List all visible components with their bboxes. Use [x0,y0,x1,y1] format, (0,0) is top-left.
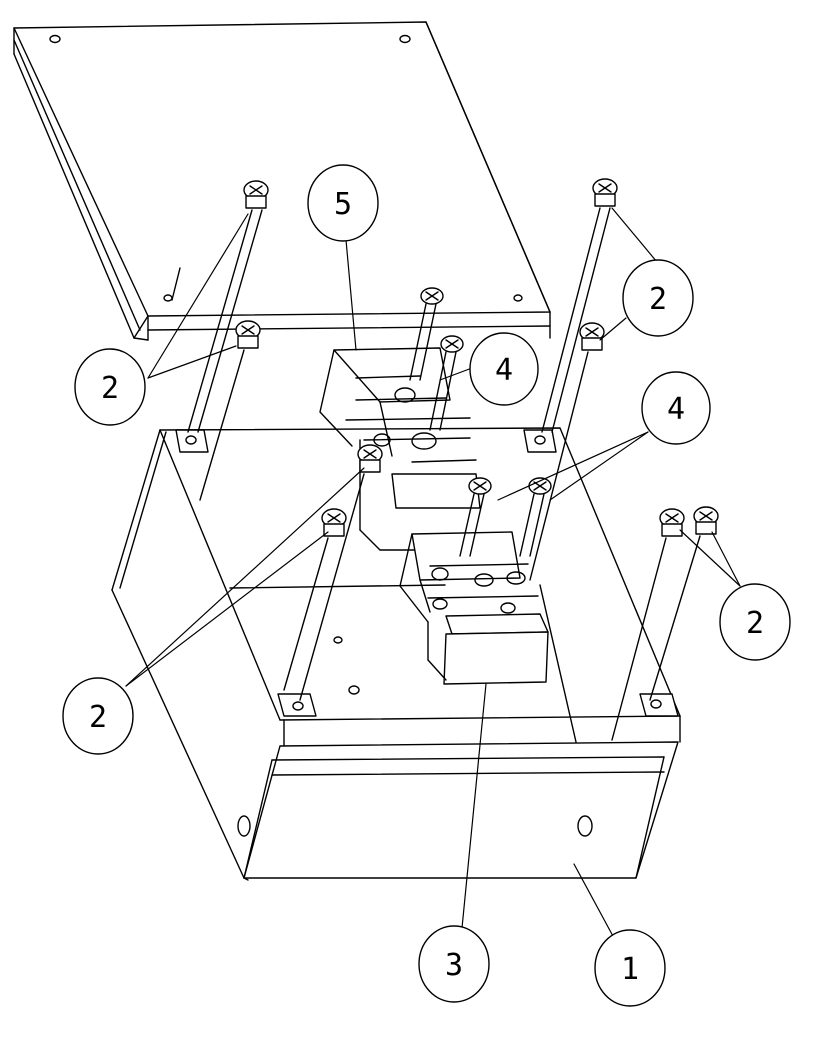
leader-lines [125,207,741,939]
screw [429,335,464,431]
callout-label-2b: 2 [649,282,667,317]
callout-label-2c: 2 [746,606,764,641]
screw [541,178,618,433]
enclosure-box [111,427,681,881]
screw [409,287,444,381]
screw [187,180,269,433]
callout-balloon-5: 5 [307,164,379,242]
screw [529,322,605,581]
callout-balloon-4a: 4 [469,332,539,406]
corner-tab-bottom-left [277,693,317,717]
callout-label-4a: 4 [495,353,513,388]
callout-label-2a: 2 [101,371,119,406]
screw [199,320,261,501]
corner-tab-top-left [175,429,209,453]
callout-balloon-2a: 2 [74,348,146,426]
callout-balloon-3: 3 [418,925,490,1003]
callout-label-4b: 4 [667,392,685,427]
cable-clamp-block [399,531,549,685]
screw [649,506,719,701]
callout-balloon-1: 1 [594,929,666,1007]
screw [519,477,552,557]
callout-label-5: 5 [334,187,352,222]
callout-balloon-2d: 2 [62,677,134,755]
callout-balloon-2b: 2 [622,259,694,337]
callout-label-1: 1 [621,952,639,987]
callout-label-3: 3 [445,948,463,983]
upper-bracket [319,347,481,551]
callout-balloon-2c: 2 [719,583,791,661]
screws [187,178,719,741]
corner-tab-top-right [523,429,557,453]
corner-tab-bottom-right [639,693,679,717]
cover-plate [13,21,551,341]
screw [299,444,383,701]
callout-balloon-4b: 4 [641,371,711,445]
screw [611,508,685,741]
screw [283,508,347,691]
screw [459,477,492,557]
callout-label-2d: 2 [89,700,107,735]
